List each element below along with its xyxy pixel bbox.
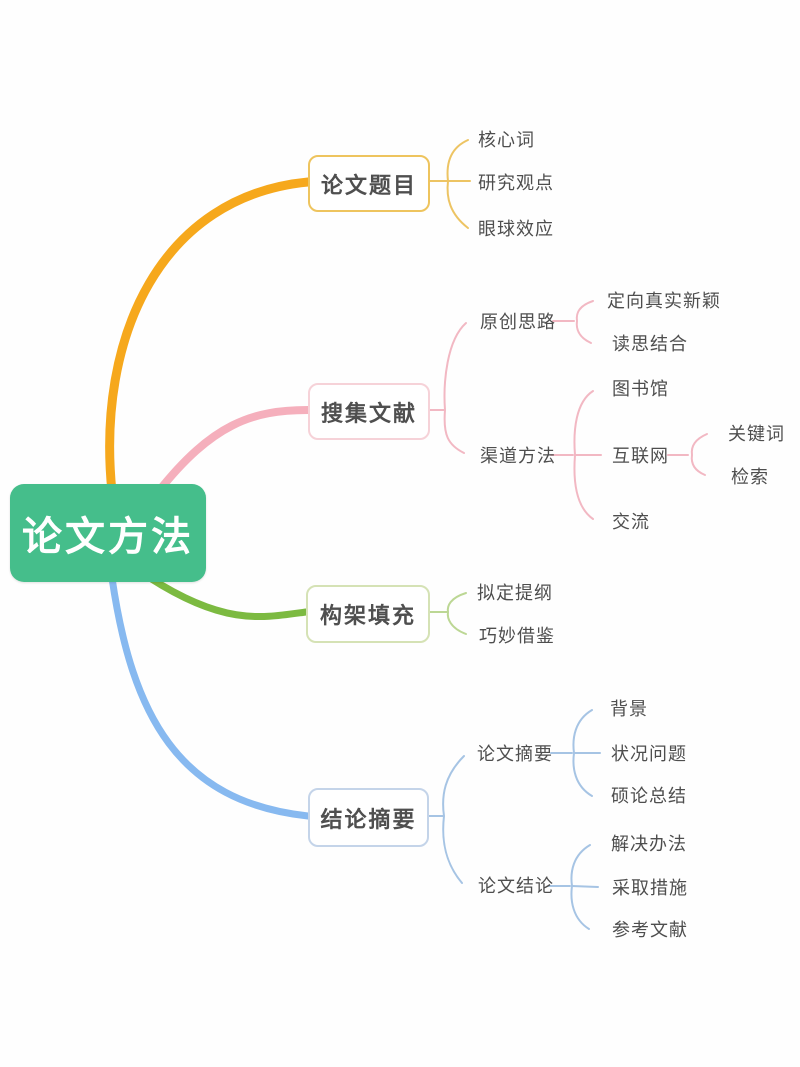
fork-collect-literature	[428, 300, 708, 520]
leaf-solutions[interactable]: 解决办法	[611, 834, 687, 854]
leaf-draft-outline[interactable]: 拟定提纲	[477, 583, 553, 603]
branch-node-collect-literature[interactable]: 搜集文献	[308, 383, 430, 440]
node-internet[interactable]: 互联网	[612, 446, 669, 466]
leaf-take-measures[interactable]: 采取措施	[612, 878, 688, 898]
branch-curve-collect-literature	[154, 406, 312, 496]
leaf-directed-real-novel[interactable]: 定向真实新颖	[607, 291, 721, 311]
leaf-keywords[interactable]: 关键词	[728, 424, 785, 444]
fork-framework-filling	[428, 592, 467, 635]
leaf-core-words[interactable]: 核心词	[478, 130, 535, 150]
node-paper-abstract[interactable]: 论文摘要	[477, 744, 553, 764]
branch-curve-framework-filling	[146, 574, 310, 621]
leaf-background[interactable]: 背景	[610, 699, 648, 719]
leaf-clever-reference[interactable]: 巧妙借鉴	[479, 626, 555, 646]
branch-curve-paper-title	[105, 177, 313, 497]
branch-node-paper-title[interactable]: 论文题目	[308, 155, 430, 212]
leaf-reading-thinking-combo[interactable]: 读思结合	[612, 334, 688, 354]
node-channel-methods[interactable]: 渠道方法	[480, 446, 556, 466]
leaf-research-viewpoints[interactable]: 研究观点	[478, 173, 554, 193]
leaf-situation-problems[interactable]: 状况问题	[611, 744, 687, 764]
node-original-ideas[interactable]: 原创思路	[480, 312, 556, 332]
fork-paper-title	[427, 139, 471, 229]
branch-node-framework-filling[interactable]: 构架填充	[306, 585, 430, 643]
branch-node-conclusion-abstract[interactable]: 结论摘要	[308, 788, 429, 847]
branch-curve-conclusion-abstract	[108, 574, 312, 820]
leaf-communication[interactable]: 交流	[612, 512, 650, 532]
leaf-retrieval[interactable]: 检索	[731, 467, 769, 487]
leaf-references[interactable]: 参考文献	[612, 920, 688, 940]
leaf-eyeball-effect[interactable]: 眼球效应	[478, 219, 554, 239]
node-paper-conclusion[interactable]: 论文结论	[478, 876, 554, 896]
leaf-masters-summary[interactable]: 硕论总结	[611, 786, 687, 806]
fork-conclusion-abstract	[426, 709, 601, 930]
root-node-paper-method[interactable]: 论文方法	[10, 484, 206, 582]
leaf-library[interactable]: 图书馆	[612, 379, 669, 399]
